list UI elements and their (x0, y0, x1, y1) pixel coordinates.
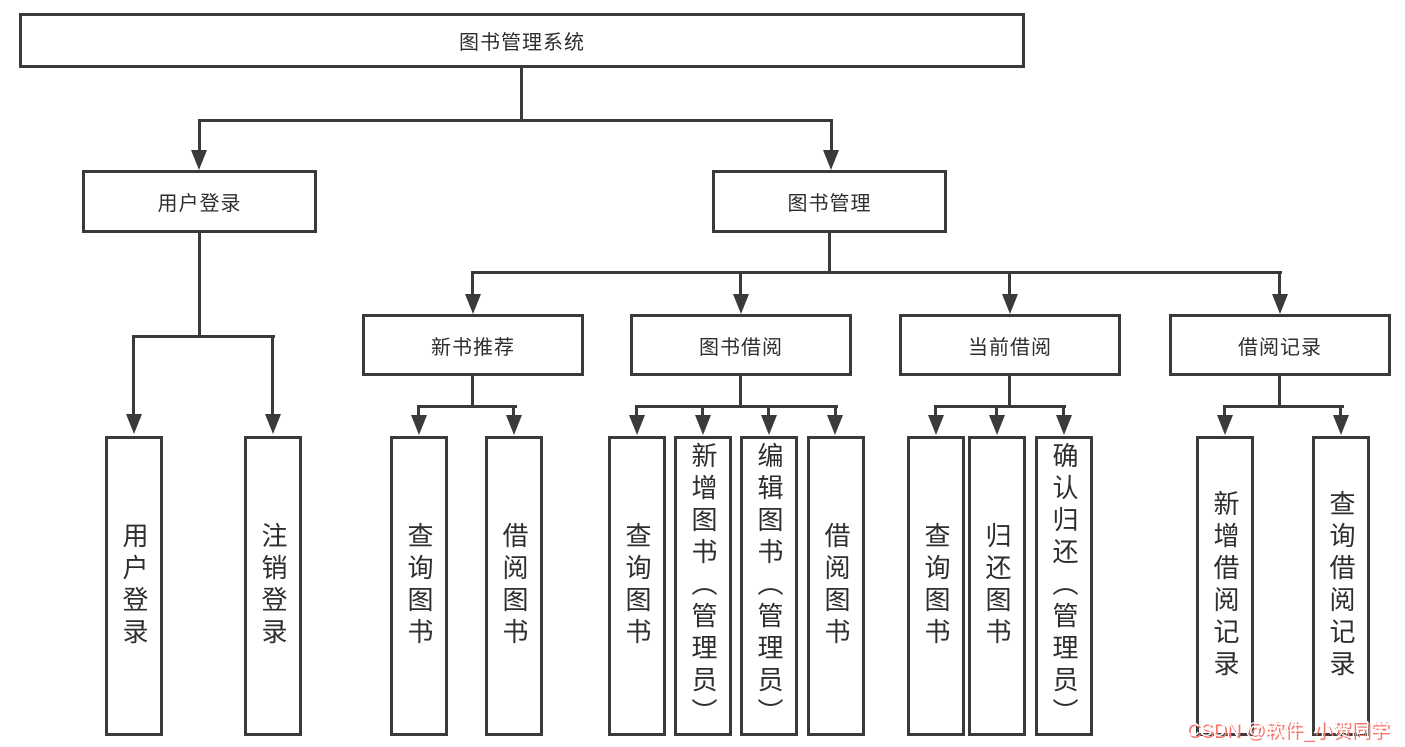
connector-newbook-hline (417, 405, 517, 408)
arrow-down-icon (629, 415, 645, 435)
connector-newbook-vline (471, 376, 474, 407)
connector-borrow-hline (635, 405, 838, 408)
connector-current-vline (1008, 376, 1011, 407)
connector-borrow-drop-1 (635, 405, 638, 417)
connector-record-vline (1278, 376, 1281, 407)
leaf-label: 查询图书 (622, 522, 652, 650)
leaf-newbook-query-books: 查询图书 (390, 436, 448, 736)
leaf-label: 注销登录 (258, 522, 288, 650)
node-library-management-system: 图书管理系统 (19, 13, 1025, 68)
connector-login-vline (198, 233, 201, 337)
arrow-down-icon (928, 415, 944, 435)
arrow-down-icon (761, 415, 777, 435)
leaf-add-books-admin: 新增图书（管理员） (674, 436, 732, 736)
connector-login-hline (132, 335, 275, 338)
connector-borrow-vline (739, 376, 742, 407)
connector-current-hline (934, 405, 1066, 408)
node-book-borrowing: 图书借阅 (630, 314, 852, 376)
arrow-down-icon (733, 294, 749, 314)
arrow-down-icon (126, 414, 142, 434)
leaf-borrow-borrow-books: 借阅图书 (807, 436, 865, 736)
leaf-label: 编辑图书（管理员） (754, 442, 784, 730)
arrow-down-icon (1056, 415, 1072, 435)
arrow-down-icon (989, 415, 1005, 435)
leaf-newbook-borrow-books: 借阅图书 (485, 436, 543, 736)
connector-borrow-drop-4 (834, 405, 837, 417)
connector-record-drop-2 (1339, 405, 1342, 417)
leaf-label: 用户登录 (119, 522, 149, 650)
leaf-label: 新增借阅记录 (1210, 490, 1240, 682)
arrow-down-icon (465, 294, 481, 314)
leaf-label: 归还图书 (982, 522, 1012, 650)
leaf-add-borrow-record: 新增借阅记录 (1196, 436, 1254, 736)
connector-mgmt-vline (828, 233, 831, 273)
leaf-label: 查询图书 (921, 522, 951, 650)
arrow-down-icon (1333, 415, 1349, 435)
leaf-return-books: 归还图书 (968, 436, 1026, 736)
leaf-edit-books-admin: 编辑图书（管理员） (740, 436, 798, 736)
node-new-book-recommend: 新书推荐 (362, 314, 584, 376)
arrow-down-icon (1002, 294, 1018, 314)
connector-login-drop-1 (132, 335, 135, 416)
leaf-logout: 注销登录 (244, 436, 302, 736)
connector-mgmt-drop-2 (739, 271, 742, 296)
arrow-down-icon (823, 150, 839, 170)
node-user-login: 用户登录 (82, 170, 317, 233)
connector-mgmt-drop-4 (1278, 271, 1281, 296)
leaf-label: 借阅图书 (821, 522, 851, 650)
connector-current-drop-2 (995, 405, 998, 417)
connector-mgmt-drop-1 (471, 271, 474, 296)
leaf-borrow-query-books: 查询图书 (608, 436, 666, 736)
arrow-down-icon (411, 415, 427, 435)
leaf-label: 借阅图书 (499, 522, 529, 650)
node-book-management: 图书管理 (712, 170, 947, 233)
connector-current-drop-1 (934, 405, 937, 417)
arrow-down-icon (1217, 415, 1233, 435)
connector-record-drop-1 (1223, 405, 1226, 417)
arrow-down-icon (695, 415, 711, 435)
arrow-down-icon (506, 415, 522, 435)
connector-root-hline (198, 119, 833, 122)
connector-borrow-drop-2 (701, 405, 704, 417)
connector-newbook-drop-2 (512, 405, 515, 417)
connector-current-drop-3 (1062, 405, 1065, 417)
leaf-label: 确认归还（管理员） (1049, 442, 1079, 730)
connector-root-drop-left (198, 119, 201, 152)
leaf-query-borrow-record: 查询借阅记录 (1312, 436, 1370, 736)
csdn-watermark: CSDN @软件_小贺同学 (1186, 720, 1389, 741)
leaf-label: 查询图书 (404, 522, 434, 650)
arrow-down-icon (265, 414, 281, 434)
connector-newbook-drop-1 (417, 405, 420, 417)
connector-root-vline (520, 68, 523, 121)
leaf-current-query-books: 查询图书 (907, 436, 965, 736)
leaf-confirm-return-admin: 确认归还（管理员） (1035, 436, 1093, 736)
arrow-down-icon (827, 415, 843, 435)
arrow-down-icon (1272, 294, 1288, 314)
connector-login-drop-2 (271, 335, 274, 416)
connector-root-drop-right (830, 119, 833, 152)
connector-mgmt-hline (471, 271, 1282, 274)
connector-borrow-drop-3 (767, 405, 770, 417)
node-current-borrowing: 当前借阅 (899, 314, 1121, 376)
arrow-down-icon (191, 150, 207, 170)
connector-record-hline (1223, 405, 1344, 408)
node-borrowing-records: 借阅记录 (1169, 314, 1391, 376)
connector-mgmt-drop-3 (1008, 271, 1011, 296)
leaf-label: 查询借阅记录 (1326, 490, 1356, 682)
leaf-user-login: 用户登录 (105, 436, 163, 736)
leaf-label: 新增图书（管理员） (688, 442, 718, 730)
